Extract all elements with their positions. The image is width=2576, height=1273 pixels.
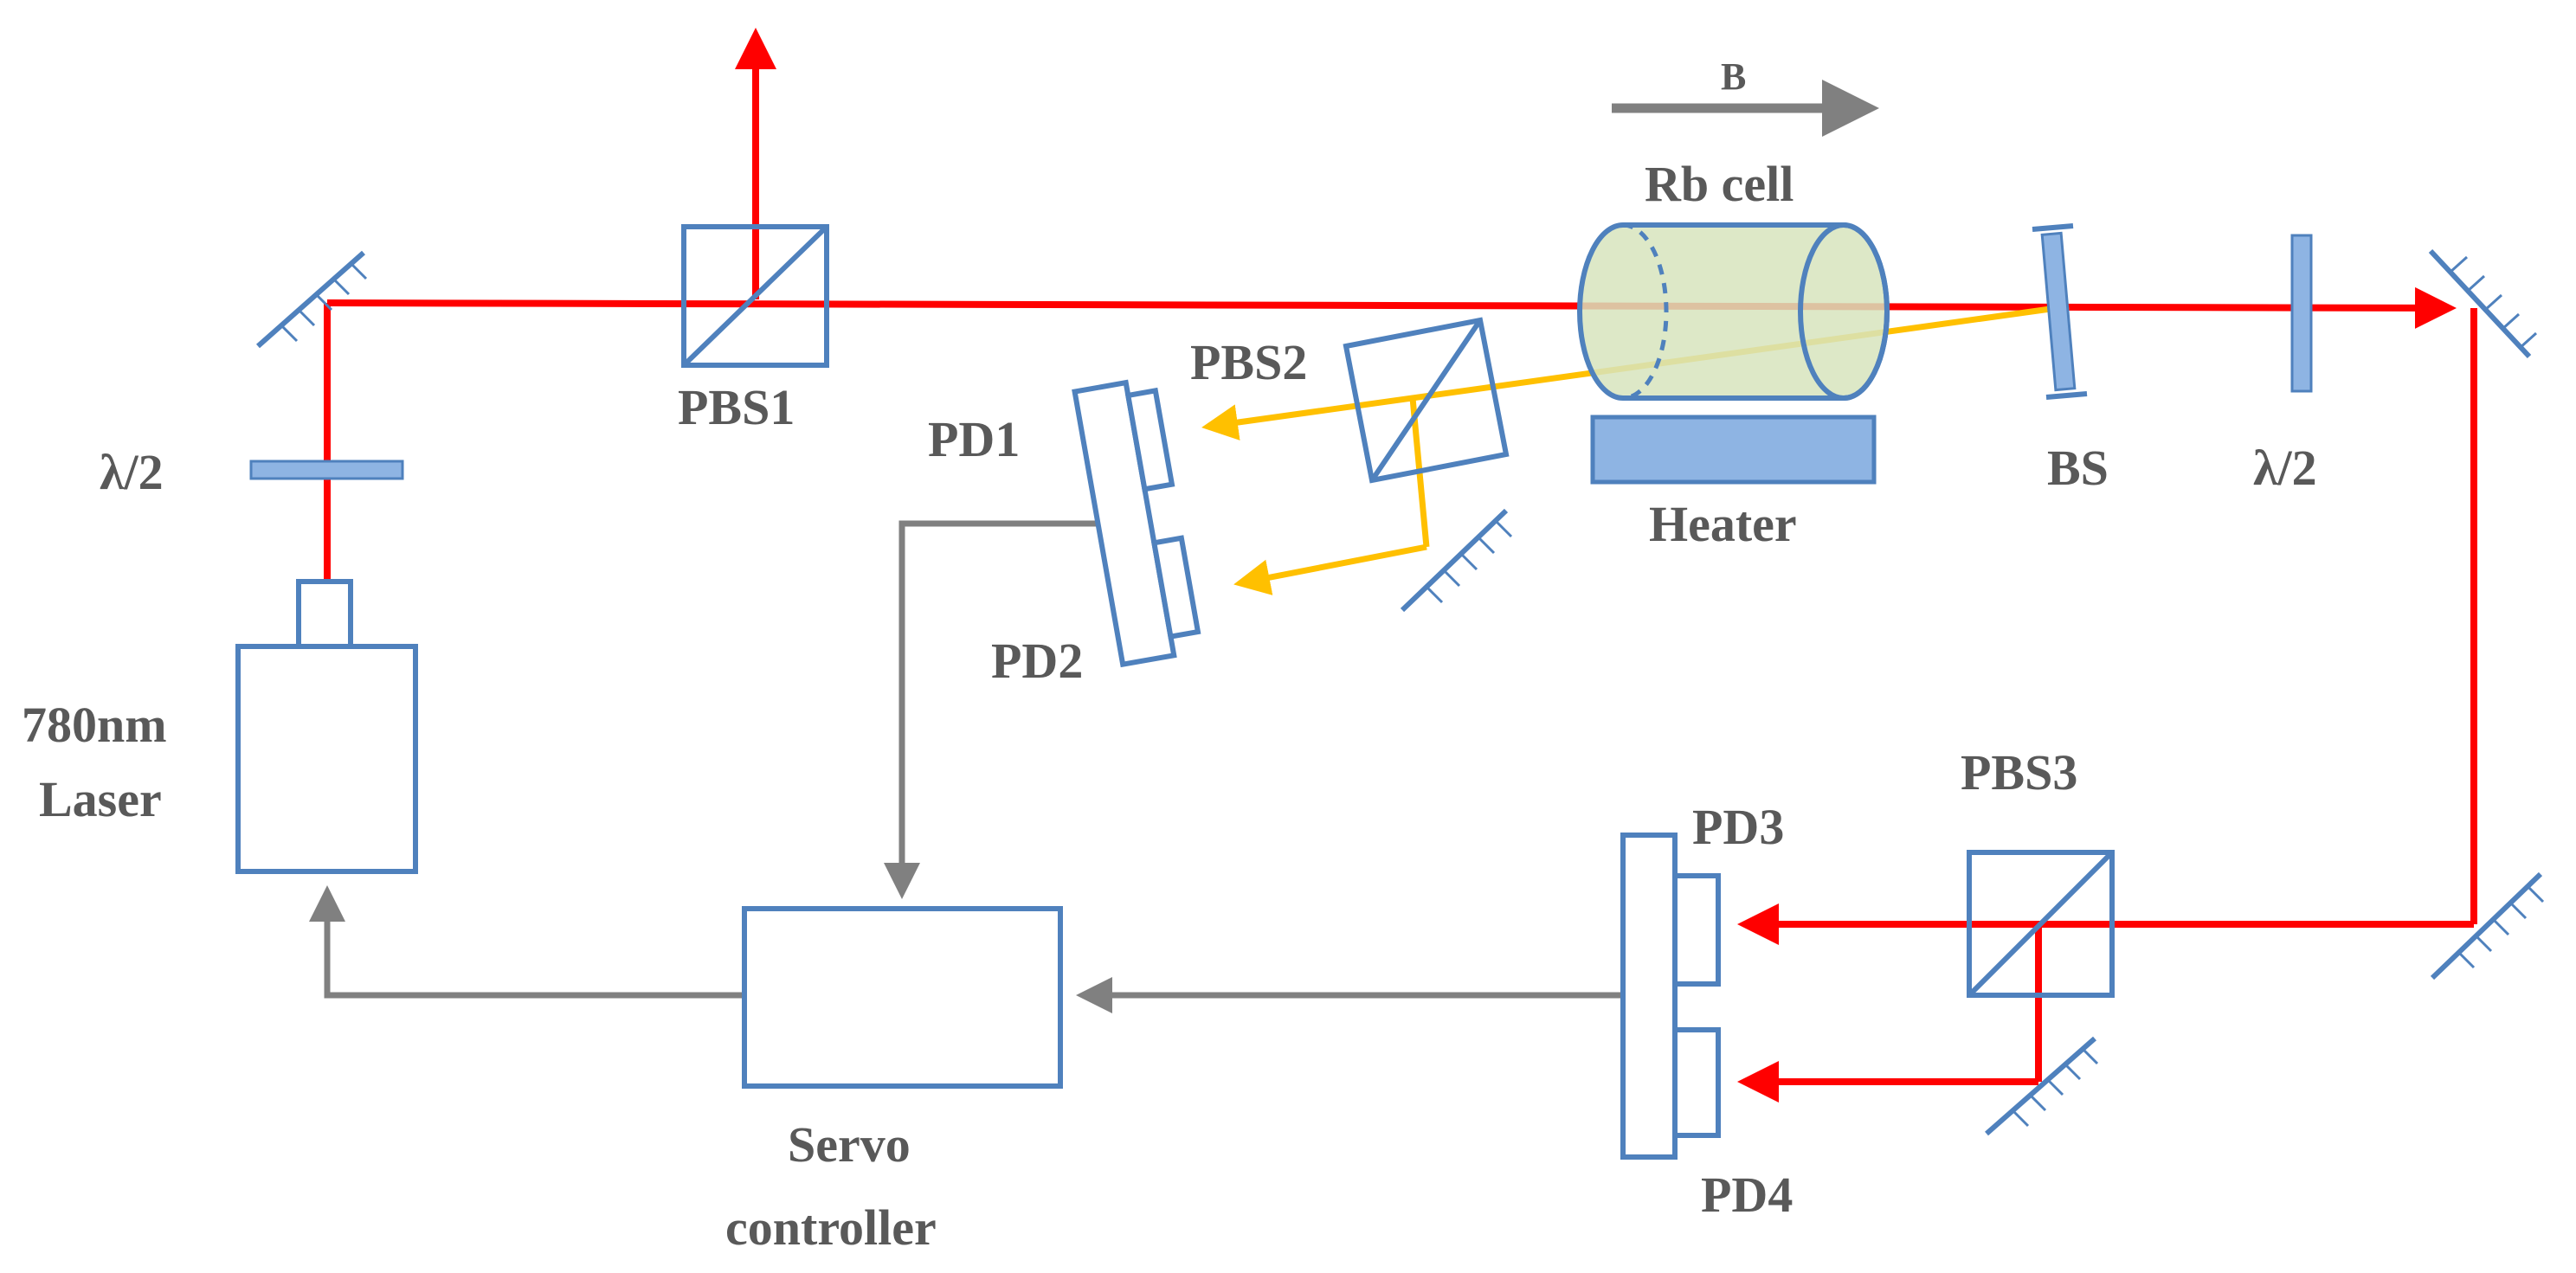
pd2-label: PD2: [991, 633, 1083, 689]
mirror-bottom-right: [2430, 871, 2545, 980]
bs-label: BS: [2047, 440, 2109, 496]
pd1-sensor: [1124, 387, 1175, 492]
signal-lines: [309, 80, 1879, 1013]
pbs2-cube: [1343, 317, 1510, 484]
pbs1-cube: [681, 224, 829, 368]
pd2-sensor: [1150, 535, 1201, 640]
mirror-pbs3: [1985, 1036, 2099, 1136]
pbs2-label: PBS2: [1190, 334, 1307, 390]
laser-label-line1: 780nm: [22, 697, 167, 753]
pbs3-cube: [1967, 850, 2115, 998]
laser-beam-top-horizontal: [326, 286, 2457, 329]
heater-label: Heater: [1649, 496, 1797, 552]
mirror-pbs2: [1400, 508, 1513, 613]
signal-servo-to-laser: [309, 885, 744, 999]
mirror-top-left: [256, 250, 368, 349]
pbs3-label: PBS3: [1961, 744, 2077, 800]
laser-label-line2: Laser: [39, 771, 162, 827]
magnetic-field-label: B: [1721, 55, 1746, 98]
half-wave-plate-right: [2290, 234, 2313, 393]
servo-label-line1: Servo: [788, 1116, 911, 1173]
pd1-pd2-mount: [1072, 379, 1177, 668]
photodetector-pd1-pd2: [1072, 379, 1201, 668]
rb-cell-label: Rb cell: [1645, 156, 1794, 212]
half-wave-left-label: λ/2: [100, 444, 164, 500]
servo-label-line2: controller: [725, 1199, 937, 1256]
heater: [1590, 415, 1877, 485]
signal-pd12-to-servo: [884, 520, 1099, 899]
pd4-sensor: [1672, 1027, 1721, 1138]
pbs1-label: PBS1: [678, 379, 795, 435]
pd3-sensor: [1672, 873, 1721, 987]
pd1-label: PD1: [928, 411, 1020, 467]
beam-splitter: [2032, 223, 2088, 400]
pd4-label: PD4: [1701, 1167, 1793, 1223]
half-wave-right-label: λ/2: [2253, 440, 2317, 496]
pd3-pd4-mount: [1620, 833, 1678, 1160]
half-wave-plate-left: [249, 460, 404, 480]
rb-cell: [1577, 222, 1890, 401]
probe-beam-to-pd2: [1233, 543, 1427, 595]
photodetector-pd3-pd4: [1620, 833, 1721, 1160]
laser-beam-path: [324, 28, 2477, 1103]
pd3-label: PD3: [1692, 799, 1784, 855]
mirror-top-right: [2428, 248, 2538, 359]
laser-aperture: [296, 579, 353, 649]
servo-controller-box: [742, 906, 1063, 1089]
laser-body: [235, 644, 418, 874]
